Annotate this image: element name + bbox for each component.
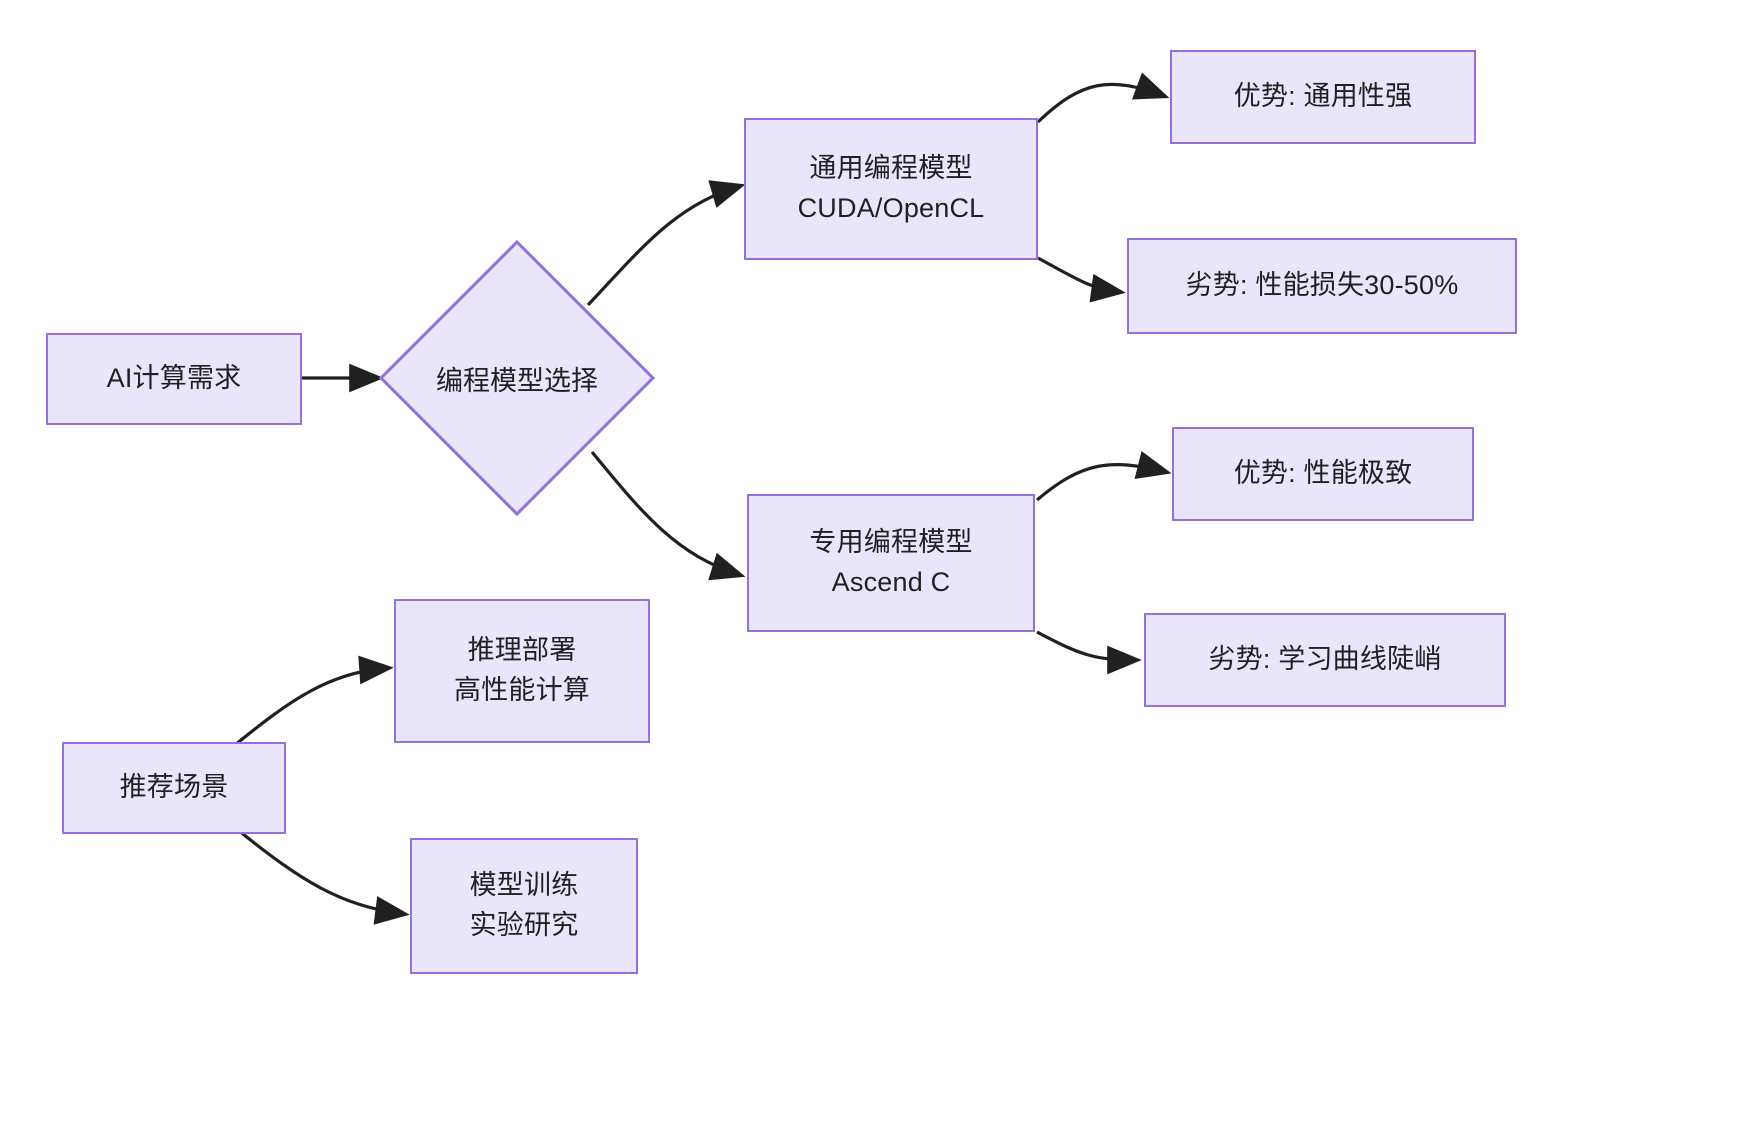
node-special-model[interactable]: 专用编程模型 Ascend C — [747, 494, 1035, 632]
node-ai-demand-line-0: AI计算需求 — [106, 363, 242, 394]
node-general-pro-line-0: 优势: 通用性强 — [1233, 81, 1413, 112]
node-model-choice-label: 编程模型选择 — [436, 365, 598, 396]
diamond-shape — [378, 239, 656, 517]
edge-recommend-to-scene-train — [236, 828, 410, 925]
node-recommend[interactable]: 推荐场景 — [62, 742, 286, 834]
node-general-con[interactable]: 劣势: 性能损失30-50% — [1127, 238, 1517, 334]
node-special-pro[interactable]: 优势: 性能极致 — [1172, 427, 1474, 521]
node-special-con[interactable]: 劣势: 学习曲线陡峭 — [1144, 613, 1506, 707]
edge-special-model-to-special-con — [1036, 630, 1142, 675]
node-model-choice[interactable]: 编程模型选择 — [378, 239, 656, 517]
node-general-model-line-0: 通用编程模型 — [809, 153, 973, 184]
node-general-pro[interactable]: 优势: 通用性强 — [1170, 50, 1476, 144]
edge-general-model-to-general-con — [1037, 256, 1126, 303]
node-scene-train[interactable]: 模型训练 实验研究 — [410, 838, 638, 974]
node-special-model-line-1: Ascend C — [831, 567, 951, 597]
node-general-model[interactable]: 通用编程模型 CUDA/OpenCL — [744, 118, 1038, 260]
node-recommend-line-0: 推荐场景 — [119, 772, 229, 803]
node-special-model-line-0: 专用编程模型 — [809, 527, 973, 558]
node-scene-infer[interactable]: 推理部署 高性能计算 — [394, 599, 650, 743]
edge-recommend-to-scene-infer — [233, 655, 394, 747]
node-general-model-line-1: CUDA/OpenCL — [797, 193, 985, 223]
node-scene-infer-line-1: 高性能计算 — [454, 675, 590, 705]
edge-special-model-to-special-pro — [1035, 451, 1172, 502]
node-special-con-line-0: 劣势: 学习曲线陡峭 — [1208, 644, 1442, 675]
node-scene-train-line-1: 实验研究 — [469, 910, 579, 940]
node-scene-infer-line-0: 推理部署 — [467, 635, 577, 666]
node-ai-demand[interactable]: AI计算需求 — [46, 333, 302, 425]
node-general-con-line-0: 劣势: 性能损失30-50% — [1185, 270, 1459, 301]
edge-general-model-to-general-pro — [1036, 72, 1170, 124]
node-special-pro-line-0: 优势: 性能极致 — [1233, 458, 1413, 489]
node-scene-train-line-0: 模型训练 — [469, 870, 579, 901]
